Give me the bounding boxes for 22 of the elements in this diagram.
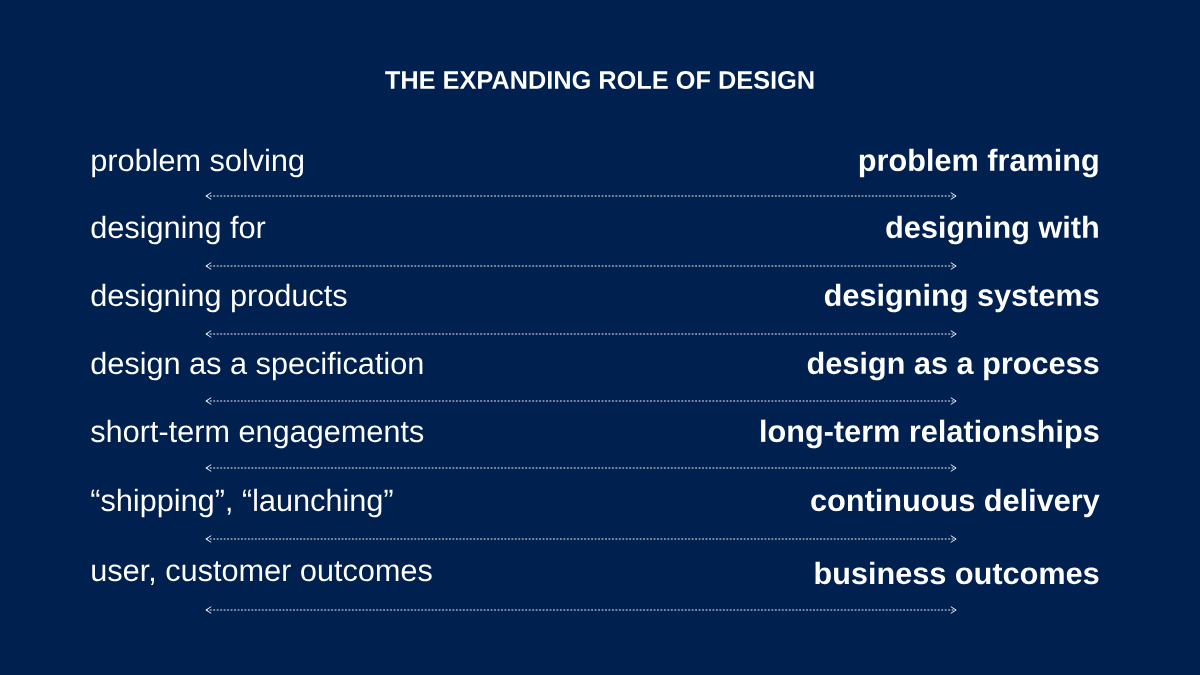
- right-label: designing systems: [824, 283, 1099, 313]
- double-arrow: [205, 535, 957, 543]
- right-label: problem framing: [859, 148, 1098, 178]
- left-label: designing for: [91, 215, 266, 245]
- double-arrow: [205, 606, 957, 614]
- right-label: long-term relationships: [761, 419, 1099, 449]
- left-label: designing products: [91, 283, 347, 313]
- double-arrow: [205, 330, 957, 338]
- left-label: user, customer outcomes: [92, 561, 432, 585]
- double-arrow: [205, 464, 957, 472]
- right-label: design as a process: [807, 351, 1099, 381]
- double-arrow: [205, 262, 957, 270]
- right-label: designing with: [886, 215, 1098, 245]
- double-arrow: [205, 192, 957, 200]
- left-label: short-term engagements: [91, 419, 424, 449]
- left-label: design as a specification: [91, 351, 423, 381]
- left-label: problem solving: [92, 148, 303, 178]
- double-arrow: [205, 397, 957, 405]
- right-label: business outcomes: [815, 561, 1099, 585]
- left-label: “shipping”, “launching”: [91, 488, 393, 518]
- right-label: continuous delivery: [811, 488, 1100, 518]
- title: THE EXPANDING ROLE OF DESIGN: [385, 71, 814, 89]
